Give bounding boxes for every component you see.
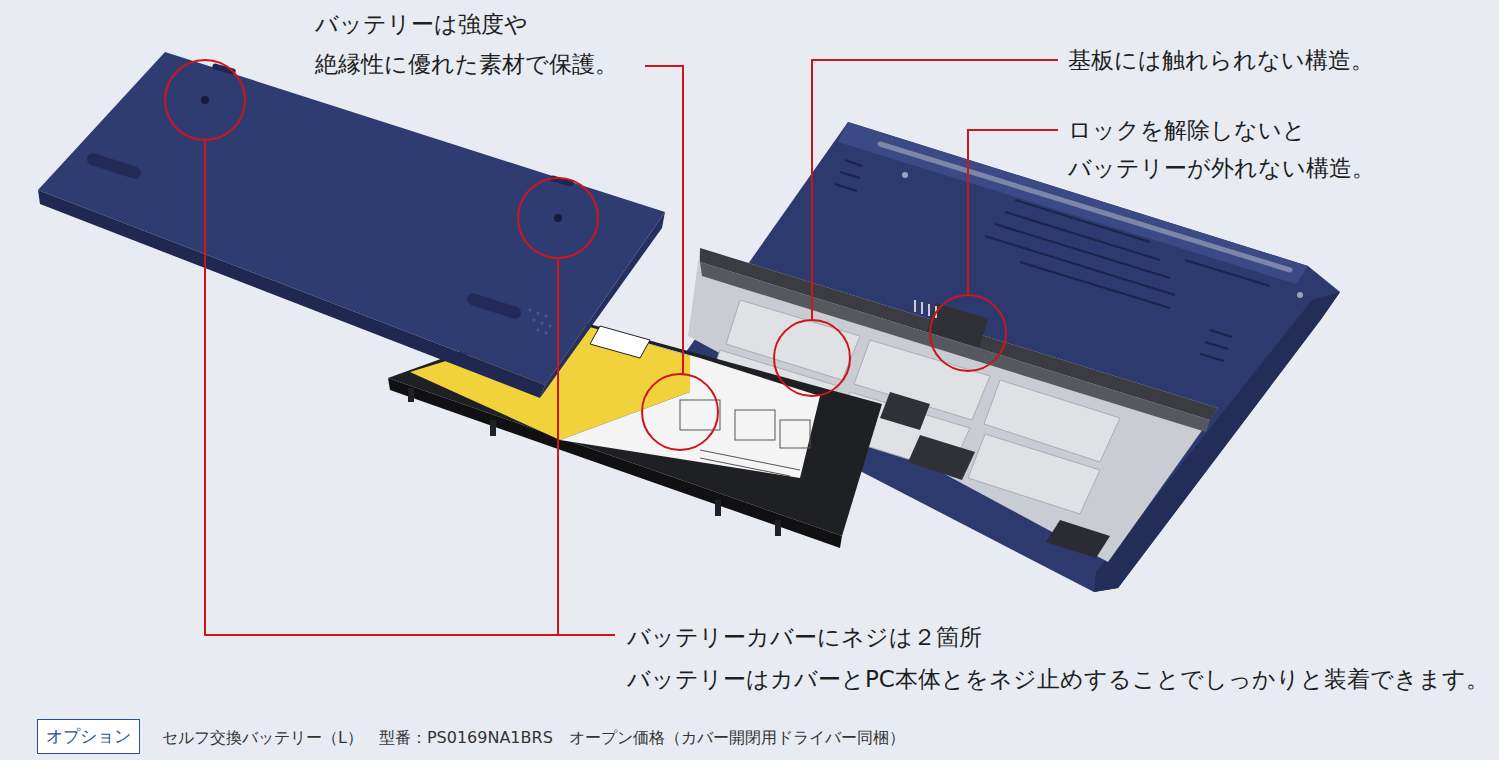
callout-text: 基板には触れられない構造。: [1068, 41, 1488, 79]
callout-text: バッテリーカバーにネジは２箇所 バッテリーはカバーとPC本体とをネジ止めすること…: [627, 616, 1493, 700]
callout-text: バッテリーは強度や 絶縁性に優れた素材で保護。: [315, 4, 675, 84]
leader-lines: [165, 60, 1058, 635]
product-note: セルフ交換バッテリー（L） 型番：PS0169NA1BRS オープン価格（カバー…: [162, 727, 1482, 749]
badge-text: オプション: [46, 725, 131, 748]
callout-text: ロックを解除しないと バッテリーが外れない構造。: [1068, 111, 1488, 187]
battery-cover: [38, 52, 665, 398]
option-badge: オプション: [37, 719, 140, 754]
